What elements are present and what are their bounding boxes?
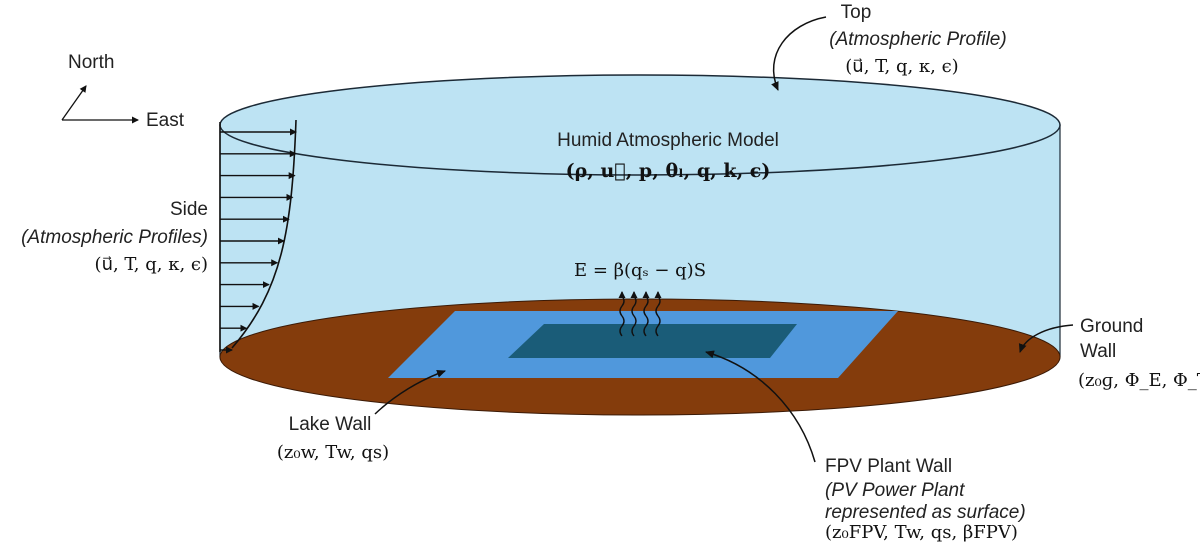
evaporation-arrows	[618, 291, 662, 337]
lake-inner-surface	[508, 324, 797, 358]
lake-pointer-arrow	[374, 369, 446, 415]
top-subtitle: (Atmospheric Profile)	[829, 29, 1006, 50]
top-label: Top	[841, 2, 872, 23]
side-label: Side	[170, 199, 208, 220]
fpv-subtitle-line2: represented as surface)	[825, 502, 1026, 523]
ground-pointer-arrow	[1018, 324, 1074, 353]
model-variables: (ρ, u⃗, p, θₗ, q, k, ϵ)	[566, 160, 771, 182]
ground-variables: (z₀ɡ, Φ_E, Φ_T)	[1078, 370, 1200, 391]
east-label: East	[146, 110, 185, 131]
evaporation-equation: E = β(qₛ − q)S	[574, 260, 706, 281]
ground-label-line2: Wall	[1080, 341, 1116, 362]
north-label: North	[68, 52, 114, 73]
fpv-label: FPV Plant Wall	[825, 456, 952, 477]
wind-profile-curve	[231, 119, 297, 349]
north-arrow	[61, 85, 87, 121]
model-title: Humid Atmospheric Model	[557, 130, 779, 151]
fpv-variables: (z₀FPV, Tw, qs, βFPV)	[825, 522, 1018, 542]
ground-label-line1: Ground	[1080, 316, 1143, 337]
lake-label: Lake Wall	[289, 414, 372, 435]
fpv-pointer-arrow	[705, 350, 816, 463]
wind-profile	[219, 119, 297, 354]
lake-variables: (z₀w, Tw, qs)	[277, 442, 389, 463]
top-pointer-arrow	[771, 16, 827, 91]
side-variables: (u⃗, T, q, κ, ϵ)	[95, 254, 208, 275]
side-subtitle: (Atmospheric Profiles)	[21, 227, 208, 248]
fpv-subtitle-line1: (PV Power Plant	[825, 480, 965, 501]
compass	[61, 85, 139, 124]
top-variables: (u⃗, T, q, κ, ϵ)	[845, 56, 958, 77]
